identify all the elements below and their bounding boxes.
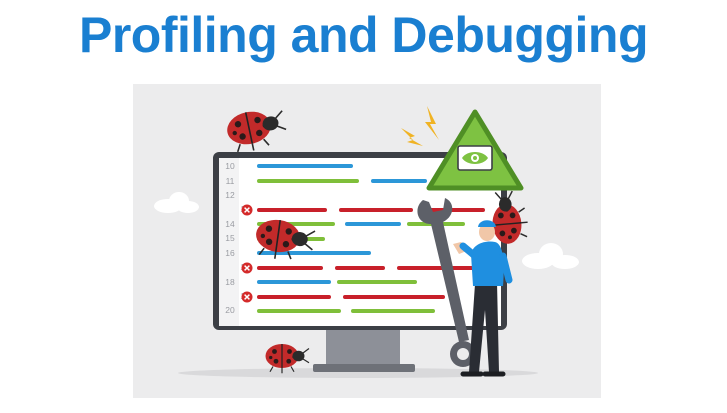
wrench-icon (417, 198, 476, 367)
nvidia-eye-logo (462, 152, 488, 164)
svg-text:14: 14 (225, 219, 235, 229)
lightning-icon (425, 106, 439, 140)
person-figure (453, 220, 513, 377)
svg-text:11: 11 (226, 176, 235, 186)
svg-text:15: 15 (225, 233, 235, 243)
error-x-icon (240, 261, 254, 275)
cloud-icon (522, 243, 579, 269)
page-title: Profiling and Debugging (79, 7, 649, 63)
warning-triangle-icon (426, 109, 524, 191)
error-x-icon (240, 290, 254, 304)
debugging-illustration: 10 11 12 13 14 15 16 17 18 19 20 (133, 84, 601, 398)
svg-text:10: 10 (225, 161, 235, 171)
error-x-icon (240, 203, 254, 217)
svg-text:12: 12 (225, 190, 235, 200)
svg-text:20: 20 (225, 305, 235, 315)
lightning-icon (401, 128, 423, 146)
svg-text:16: 16 (225, 248, 235, 258)
monitor-stand (326, 328, 400, 366)
cloud-icon (154, 192, 199, 213)
svg-text:18: 18 (225, 277, 235, 287)
